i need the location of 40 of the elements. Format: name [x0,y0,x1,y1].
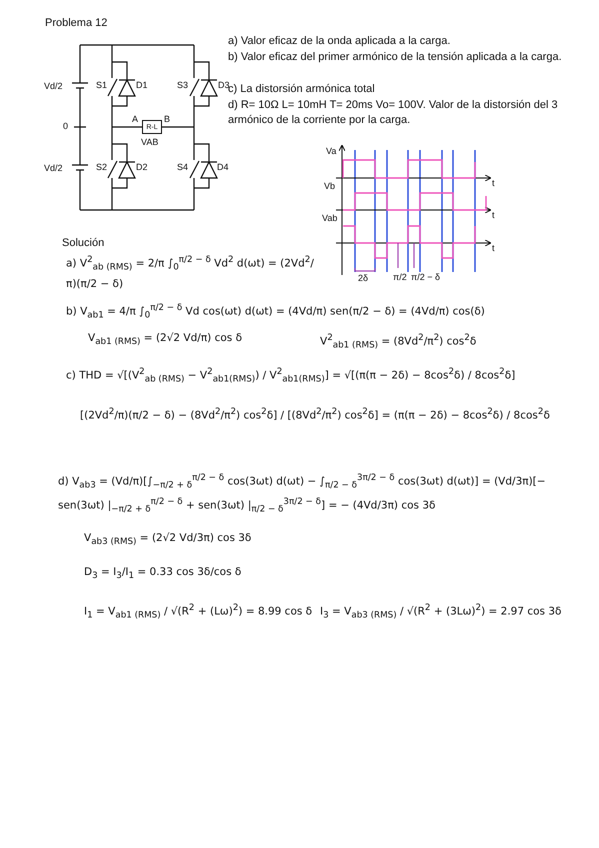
diode-label: D4 [217,162,229,173]
switch-label: S2 [96,162,108,173]
diode-label: D1 [136,80,148,91]
axis-label: t [492,243,495,254]
equation: I$_{3}$ = V$_{ab3 (RMS)}$ / √(R$^{2}$ + (3Lω)$^{2}$) = 2.97 cos 3δ [320,602,562,623]
axis-label: t [492,210,495,221]
switch-label: S1 [96,80,108,91]
question-text: a) Valor eficaz de la onda aplicada a la carga. [228,34,452,49]
node-label: A [132,114,138,125]
equation: a) V$^{2}$$_{ab (RMS)}$ = 2/π ∫$_{0}$$^{π/2 − δ}$ Vd$^{2}$ d(ωt) = (2Vd$^{2}$/π)(π/2 − δ) [66,254,315,292]
equation: V$^{2}$$_{ab1 (RMS)}$ = (8Vd$^{2}$/π$^{2}$) cos$^{2}$δ [320,332,478,353]
equation: b) V$_{ab1}$ = 4/π ∫$_{0}$$^{π/2 − δ}$ Vd cos(ωt) d(ωt) = (4Vd/π) sen(π/2 − δ) = (4Vd/π) cos(δ) [66,302,486,323]
title: Problema 12 [45,16,108,31]
equation: [(2Vd$^{2}$/π)(π/2 − δ) − (8Vd$^{2}$/π$^{2}$) cos$^{2}$δ] / [(8Vd$^{2}$/π$^{2}$) cos$^{2}$δ] = (π(π − 2δ) − 8cos$^{2}$δ) / 8cos$^{2}$δ [80,406,551,424]
axis-label: Vab [322,213,338,224]
question-text: c) La distorsión armónica total [228,83,376,97]
angle-label: 2δ [358,273,368,284]
voltage-label: Vd/2 [44,81,63,92]
equation: d) V$_{ab3}$ = (Vd/π)[∫$_{−π/2 + δ}$$^{π/2 − δ}$ cos(3ωt) d(ωt) − ∫$_{π/2 − δ}$$^{3π/2 − δ}$ cos(3ωt) d(ωt)] = (Vd/3π)[− sen(3ωt) |$_{−π/2 + δ}$$^{π/2 − δ}$ + sen(3ωt) |$_{π/2 − δ}$$^{3π/2 − δ}$] = − (4Vd/3π) cos 3δ [58,472,547,516]
equation: D$_{3}$ = I$_{3}$/I$_{1}$ = 0.33 cos 3δ/cos δ [84,565,242,584]
diode-label: D3 [218,80,230,90]
equation: c) THD = √[(V$^{2}$$_{ab (RMS)}$ − V$^{2}$$_{ab1(RMS)}$) / V$^{2}$$_{ab1(RMS)}$] = √[(π(π − 2δ) − 8cos$^{2}$δ) / 8cos$^{2}$δ] [66,366,516,387]
equation: V$_{ab3 (RMS)}$ = (2√2 Vd/3π) cos 3δ [84,531,252,550]
voltage-label: Vd/2 [44,163,63,174]
equation: V$_{ab1 (RMS)}$ = (2√2 Vd/π) cos δ [88,331,243,350]
switch-label: S3 [177,80,188,91]
axis-label: t [492,178,495,189]
angle-label: π/2 − δ [411,272,440,283]
switch-label: S4 [177,162,188,173]
voltage-label: VAB [141,137,158,148]
equation: I$_{1}$ = V$_{ab1 (RMS)}$ / √(R$^{2}$ + (Lω)$^{2}$) = 8.99 cos δ [84,602,314,623]
question-text: b) Valor eficaz del primer armónico de la tensión aplicada a la carga. [228,50,563,65]
axis-label: Vb [324,181,336,192]
diode-label: D2 [136,162,148,173]
angle-label: π/2 [393,272,407,283]
section-heading: Solución [62,236,104,251]
axis-label: Va [326,146,336,157]
question-text: d) R= 10Ω L= 10mH T= 20ms Vo= 100V. Valor de la distorsión del 3 armónico de la corriente por la carga. [228,98,559,128]
node-label: B [164,114,170,125]
terminal-label: 0 [63,121,68,132]
